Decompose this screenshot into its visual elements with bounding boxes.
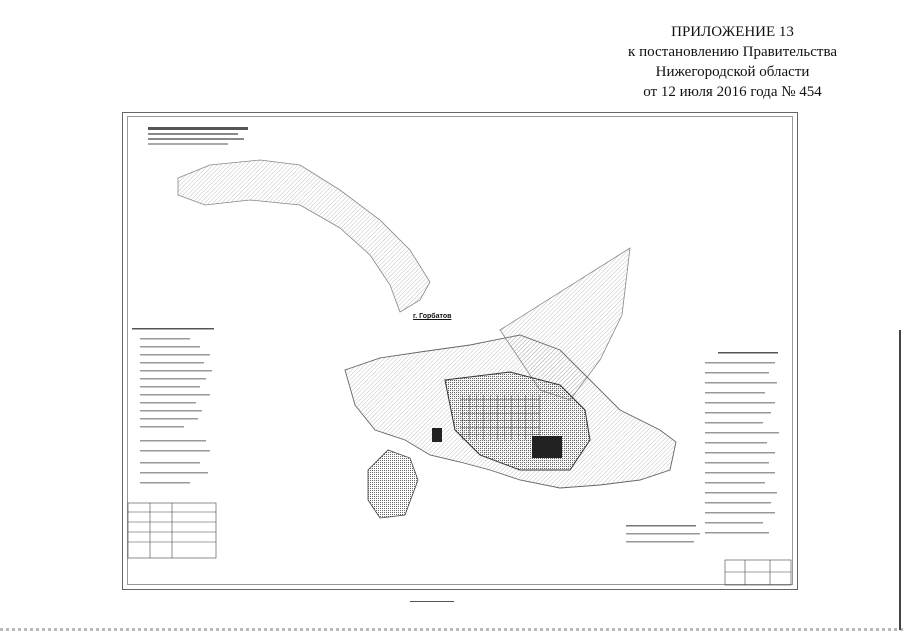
map-note xyxy=(626,525,700,543)
town-label: г. Горбатов xyxy=(413,313,452,320)
bottom-rule xyxy=(410,601,454,602)
block-dark xyxy=(432,428,442,442)
scan-edge-right xyxy=(899,330,901,630)
map-frame xyxy=(127,116,793,585)
document-heading: ПРИЛОЖЕНИЕ 13 к постановлению Правительс… xyxy=(628,22,837,102)
title-block-top-left xyxy=(148,127,248,145)
industrial-zone xyxy=(532,436,562,458)
legend-right xyxy=(705,352,779,534)
river-floodplain xyxy=(177,159,431,313)
legend-left xyxy=(132,328,214,484)
legend-table xyxy=(127,502,217,559)
heading-resolution: к постановлению Правительства xyxy=(628,44,837,60)
heading-date: от 12 июля 2016 года № 454 xyxy=(643,84,822,100)
stamp-block xyxy=(724,559,792,586)
south-west-zone xyxy=(367,449,419,519)
scan-edge-bottom xyxy=(0,628,905,631)
heading-region: Нижегородской области xyxy=(655,64,810,80)
heading-appendix: ПРИЛОЖЕНИЕ 13 xyxy=(671,24,794,40)
street-grid xyxy=(460,395,540,440)
